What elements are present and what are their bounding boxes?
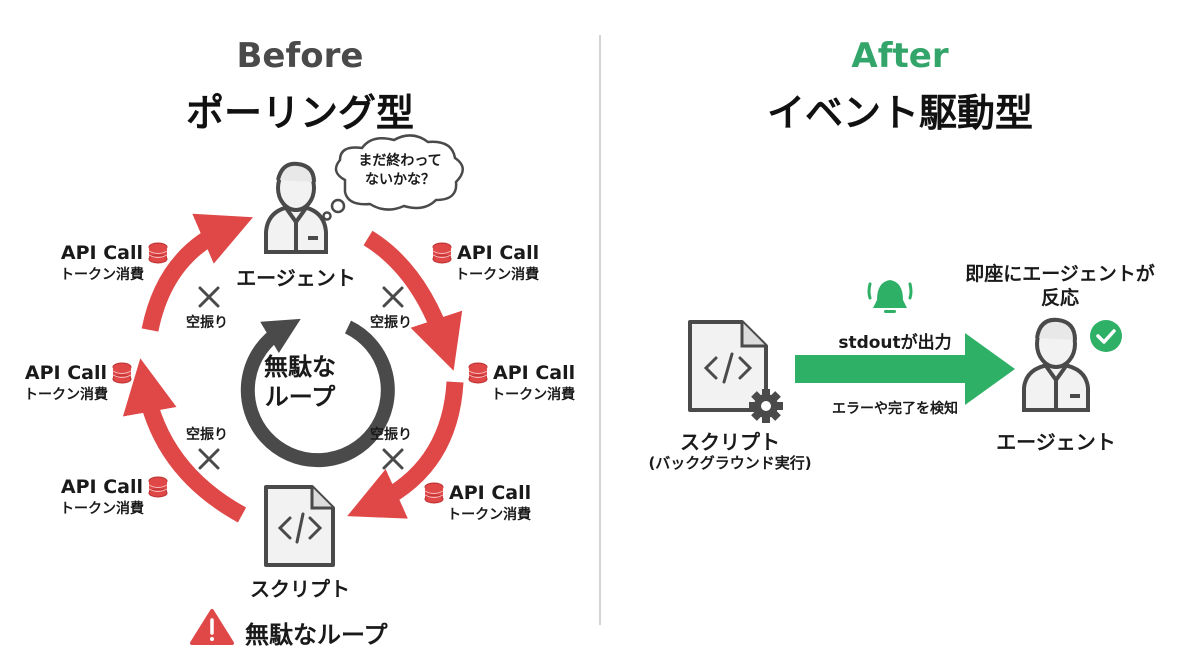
- api-call-sub: トークン消費: [455, 267, 540, 283]
- api-call-title: API Call: [24, 362, 107, 384]
- thought-line: ないかな？: [365, 172, 435, 188]
- loop-arrow-icon: [240, 318, 395, 468]
- red-loop-arrows: [122, 213, 464, 523]
- agent-icon: [264, 161, 328, 254]
- background-script-icon: [688, 320, 768, 412]
- api-call-bottom-left: API Call トークン消費: [60, 476, 168, 518]
- warning-text: 無駄なループ: [245, 621, 388, 649]
- api-call-title: API Call: [493, 362, 576, 384]
- caption-line: 反応: [1040, 287, 1079, 309]
- before-title: ポーリング型: [185, 91, 414, 135]
- arrow-script-to-left: [122, 358, 247, 523]
- api-call-mid-left: API Call トークン消費: [24, 362, 132, 404]
- check-icon: [1090, 320, 1122, 352]
- api-call-title: API Call: [60, 476, 143, 498]
- thought-bubble-text: まだ終わって ないかな？: [345, 152, 455, 190]
- panel-divider: [599, 35, 601, 625]
- loop-text-line: ループ: [264, 383, 336, 411]
- x-icon: [198, 448, 220, 470]
- loop-text-line: 無駄な: [264, 353, 336, 381]
- database-icon: [148, 476, 168, 498]
- gear-icon: [749, 389, 783, 423]
- bell-icon: [867, 280, 913, 313]
- api-call-top-left: API Call トークン消費: [60, 242, 168, 284]
- script-file-icon: [264, 485, 335, 567]
- api-call-title: API Call: [60, 242, 143, 264]
- arrow-left-to-agent: [141, 213, 253, 332]
- after-script-sublabel: (バックグラウンド実行): [648, 454, 812, 472]
- x-icon: [382, 448, 404, 470]
- database-icon: [424, 482, 444, 504]
- api-call-sub: トークン消費: [491, 387, 576, 403]
- api-call-sub: トークン消費: [60, 267, 144, 283]
- arrow-top-label: stdoutが出力: [838, 333, 952, 353]
- api-call-title: API Call: [449, 482, 532, 504]
- database-icon: [432, 242, 452, 264]
- database-icon: [112, 362, 132, 384]
- miss-label: 空振り: [186, 315, 228, 331]
- after-title: イベント駆動型: [766, 91, 1033, 135]
- after-tag: After: [851, 36, 949, 76]
- warning-icon: [190, 609, 234, 645]
- after-agent-label: エージェント: [996, 430, 1116, 454]
- miss-label: 空振り: [370, 427, 412, 443]
- miss-label: 空振り: [186, 427, 228, 443]
- api-call-title: API Call: [457, 242, 540, 264]
- api-call-sub: トークン消費: [447, 507, 532, 523]
- after-script-label: スクリプト: [680, 430, 780, 454]
- api-call-mid-right: API Call トークン消費: [468, 362, 575, 404]
- database-icon: [148, 242, 168, 264]
- x-icon: [198, 286, 220, 308]
- x-icon: [382, 286, 404, 308]
- agent-icon: [1022, 317, 1090, 412]
- arrow-right-to-script: [347, 381, 464, 519]
- x-marks: [198, 286, 404, 470]
- api-call-top-right: API Call トークン消費: [432, 242, 539, 284]
- arrow-bottom-label: エラーや完了を検知: [832, 401, 958, 417]
- thought-line: まだ終わって: [358, 153, 442, 169]
- api-call-sub: トークン消費: [24, 387, 108, 403]
- center-loop: [240, 318, 395, 468]
- before-agent-label: エージェント: [236, 266, 356, 290]
- green-arrow: [795, 333, 1015, 405]
- polling-diagram: [122, 134, 464, 645]
- before-tag: Before: [236, 36, 364, 76]
- arrow-agent-to-right: [363, 230, 463, 371]
- caption-line: 即座にエージェントが: [965, 263, 1155, 285]
- before-script-label: スクリプト: [250, 577, 350, 601]
- api-call-bottom-right: API Call トークン消費: [424, 482, 531, 524]
- agent-caption: 即座にエージェントが 反応: [940, 262, 1180, 310]
- database-icon: [468, 362, 488, 384]
- center-loop-text: 無駄な ループ: [250, 352, 350, 412]
- api-call-sub: トークン消費: [60, 501, 144, 517]
- thought-bubble: [322, 134, 464, 221]
- miss-label: 空振り: [370, 315, 412, 331]
